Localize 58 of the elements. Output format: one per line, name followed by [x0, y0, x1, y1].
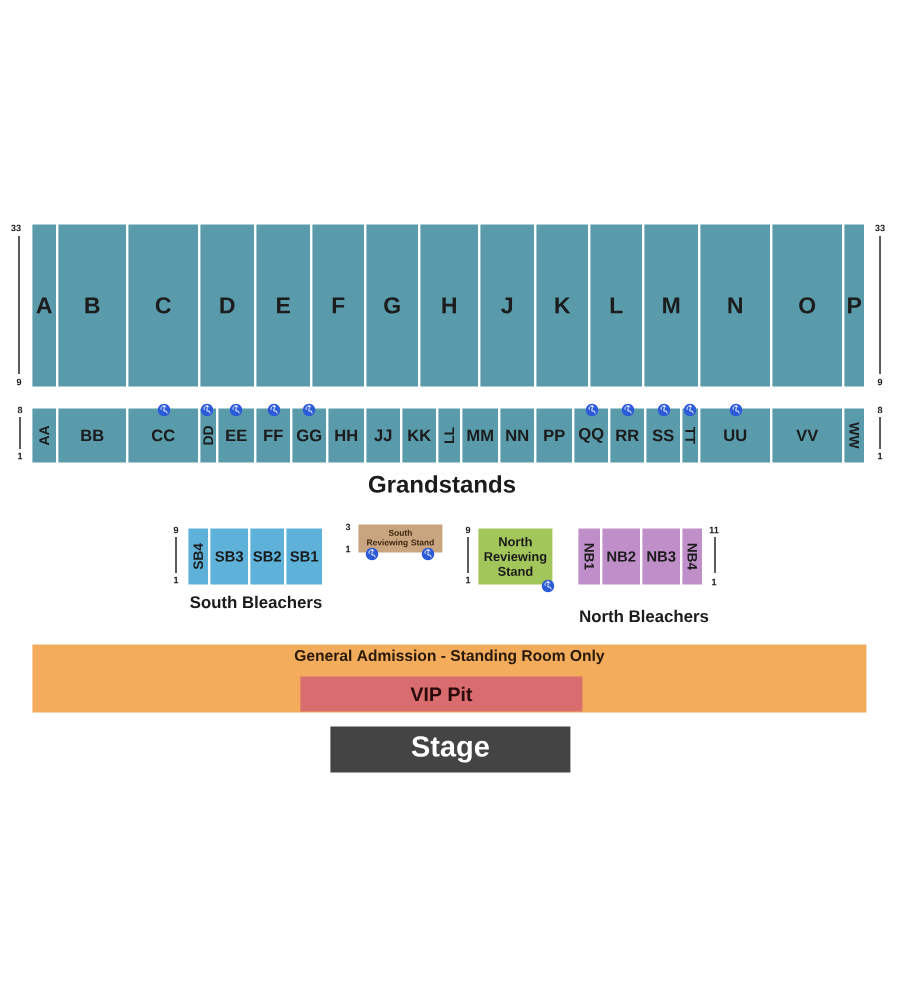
node-label: GG [296, 429, 322, 442]
seating-section: L [590, 224, 642, 387]
node-label: KK [408, 429, 432, 442]
node-label: MM [467, 429, 493, 442]
node-label: E [277, 297, 290, 314]
seating-section: QQ [574, 408, 608, 463]
seating-section: P [844, 224, 864, 387]
vip-pit: VIP Pit [300, 676, 583, 712]
stand-name: North Bleachers [580, 609, 709, 623]
node-label: FF [264, 429, 283, 442]
node-label: F [332, 297, 345, 314]
node-label: RR [616, 429, 639, 442]
seating-section: E [256, 224, 310, 387]
seating-section: GG [292, 408, 326, 463]
node-label: P [848, 297, 862, 314]
stage: Stage [330, 726, 571, 773]
seating-section: RR [610, 408, 644, 463]
seating-section: PP [536, 408, 572, 463]
stand-name: South Bleachers [190, 595, 322, 609]
seating-section: F [312, 224, 364, 387]
seating-section: C [128, 224, 198, 387]
seating-section: FF [256, 408, 290, 463]
node-label: BB [81, 429, 104, 442]
node-label: C [155, 297, 171, 314]
node-label: G [384, 297, 400, 314]
seating-section: HH [328, 408, 364, 463]
node-label: D [220, 297, 235, 314]
seating-section: J [480, 224, 534, 387]
node-label: O [799, 297, 816, 314]
seating-section: MM [462, 408, 498, 463]
node-label: VV [796, 429, 819, 442]
node-label: PP [544, 429, 565, 442]
node-label: K [555, 297, 571, 314]
node-label: HH [335, 429, 358, 442]
seating-section: M [644, 224, 698, 387]
seating-section: JJ [366, 408, 400, 463]
node-label: EE [226, 429, 247, 442]
node-label: JJ [374, 429, 392, 442]
node-label: H [442, 297, 456, 314]
node-label: QQ [578, 427, 604, 443]
seating-section: H [420, 224, 478, 387]
seating-section: KK [402, 408, 436, 463]
seating-section: G [366, 224, 418, 387]
stand-name: Grandstands [368, 475, 516, 493]
node-label: M [663, 297, 680, 314]
node-label: B [85, 297, 100, 314]
seating-section: D [200, 224, 254, 387]
node-label: CC [151, 429, 175, 442]
seating-section: K [536, 224, 588, 387]
seating-section: NN [500, 408, 534, 463]
seating-section: N [700, 224, 770, 387]
node-label: SS [652, 429, 674, 442]
node-label: L [610, 297, 623, 314]
node-label: NN [506, 429, 529, 442]
node-label: UU [724, 429, 747, 442]
node-label: N [728, 297, 742, 314]
seating-section: A [32, 224, 56, 387]
node-label: J [501, 297, 513, 314]
